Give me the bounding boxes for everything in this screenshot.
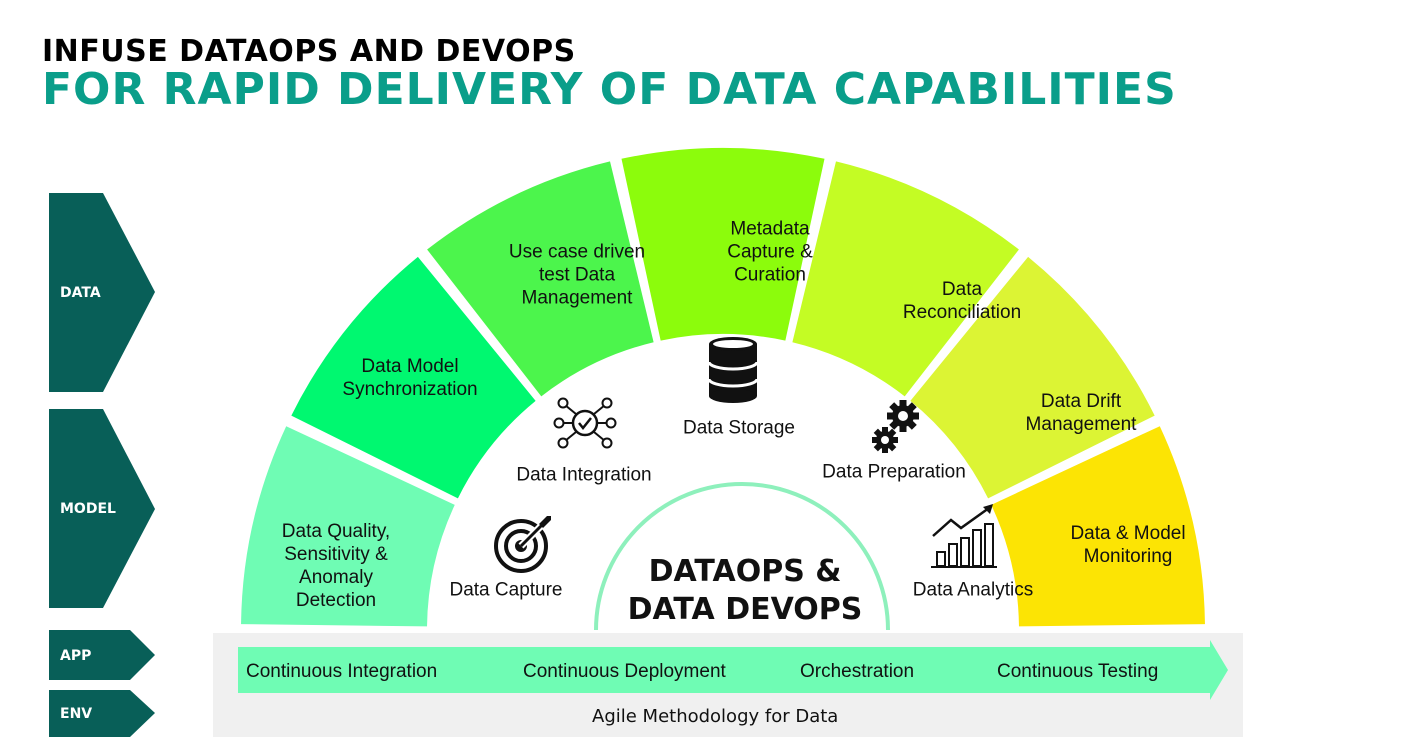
pipeline-label-orchestration: Orchestration <box>800 661 915 682</box>
core-arc <box>594 482 890 631</box>
methodology-label: Agile Methodology for Data <box>592 706 839 727</box>
segment-label-line: test Data <box>538 264 616 286</box>
title-line-1: INFUSE DATAOPS AND DEVOPS <box>42 34 576 69</box>
segment-label-line: Data Quality, <box>281 521 391 542</box>
growth-chart-icon <box>931 504 997 568</box>
segment-label-line: Monitoring <box>1083 546 1173 567</box>
segment-label-line: Data <box>941 279 983 300</box>
pipeline-arrow <box>238 640 1228 700</box>
layer-label-app: APP <box>60 648 92 664</box>
inner-label-storage: Data Storage <box>683 417 795 439</box>
arch-segment-5 <box>792 161 1019 397</box>
pipeline-label-ci: Continuous Integration <box>246 661 438 682</box>
inner-label-analytics: Data Analytics <box>912 579 1034 601</box>
segment-label-line: Data Model <box>361 356 459 377</box>
segment-label-line: Synchronization <box>342 379 478 400</box>
layer-label-data: DATA <box>60 285 101 301</box>
segment-label-line: Management <box>1025 414 1137 435</box>
title-line-2: FOR RAPID DELIVERY OF DATA CAPABILITIES <box>42 64 1177 115</box>
layer-chevron-env <box>49 690 155 737</box>
target-icon <box>494 516 551 573</box>
pipeline-label-cd: Continuous Deployment <box>523 661 726 682</box>
segment-label-line: Reconciliation <box>902 302 1022 323</box>
database-icon <box>707 337 759 403</box>
gears-icon <box>872 400 919 453</box>
arch-segment-1 <box>241 426 455 627</box>
segment-label-line: Data & Model <box>1070 523 1186 544</box>
outer-arch <box>241 148 1205 627</box>
inner-label-preparation: Data Preparation <box>822 461 966 483</box>
pipeline-label-testing: Continuous Testing <box>997 661 1159 682</box>
arch-segment-4 <box>621 148 825 341</box>
arch-segment-2 <box>291 256 536 499</box>
core-title-line-2: DATA DEVOPS <box>627 592 863 627</box>
segment-label-line: Management <box>521 287 633 309</box>
arch-segment-3 <box>427 161 654 397</box>
segment-label-line: Data Drift <box>1040 391 1122 412</box>
segment-label-line: Capture & <box>727 241 813 263</box>
core-title-line-1: DATAOPS & <box>648 554 842 589</box>
layer-chevrons <box>49 193 155 737</box>
segment-label-line: Use case driven <box>508 241 646 263</box>
segment-label-line: Metadata <box>730 218 810 240</box>
core-title: DATAOPS & DATA DEVOPS <box>628 553 863 629</box>
network-check-icon <box>553 397 617 449</box>
inner-label-capture: Data Capture <box>449 579 563 601</box>
layer-chevron-app <box>49 630 155 680</box>
segment-label-line: Anomaly <box>299 567 373 588</box>
arch-segment-7 <box>991 426 1205 627</box>
segment-label-line: Sensitivity & <box>284 544 388 565</box>
layer-chevron-data <box>49 193 155 392</box>
layer-chevron-model <box>49 409 155 608</box>
layer-label-env: ENV <box>60 706 93 722</box>
layer-label-model: MODEL <box>60 501 116 517</box>
inner-label-integration: Data Integration <box>516 464 652 486</box>
segment-label-line: Curation <box>734 264 806 286</box>
segment-label-line: Detection <box>295 590 377 611</box>
arch-segment-6 <box>910 256 1155 499</box>
